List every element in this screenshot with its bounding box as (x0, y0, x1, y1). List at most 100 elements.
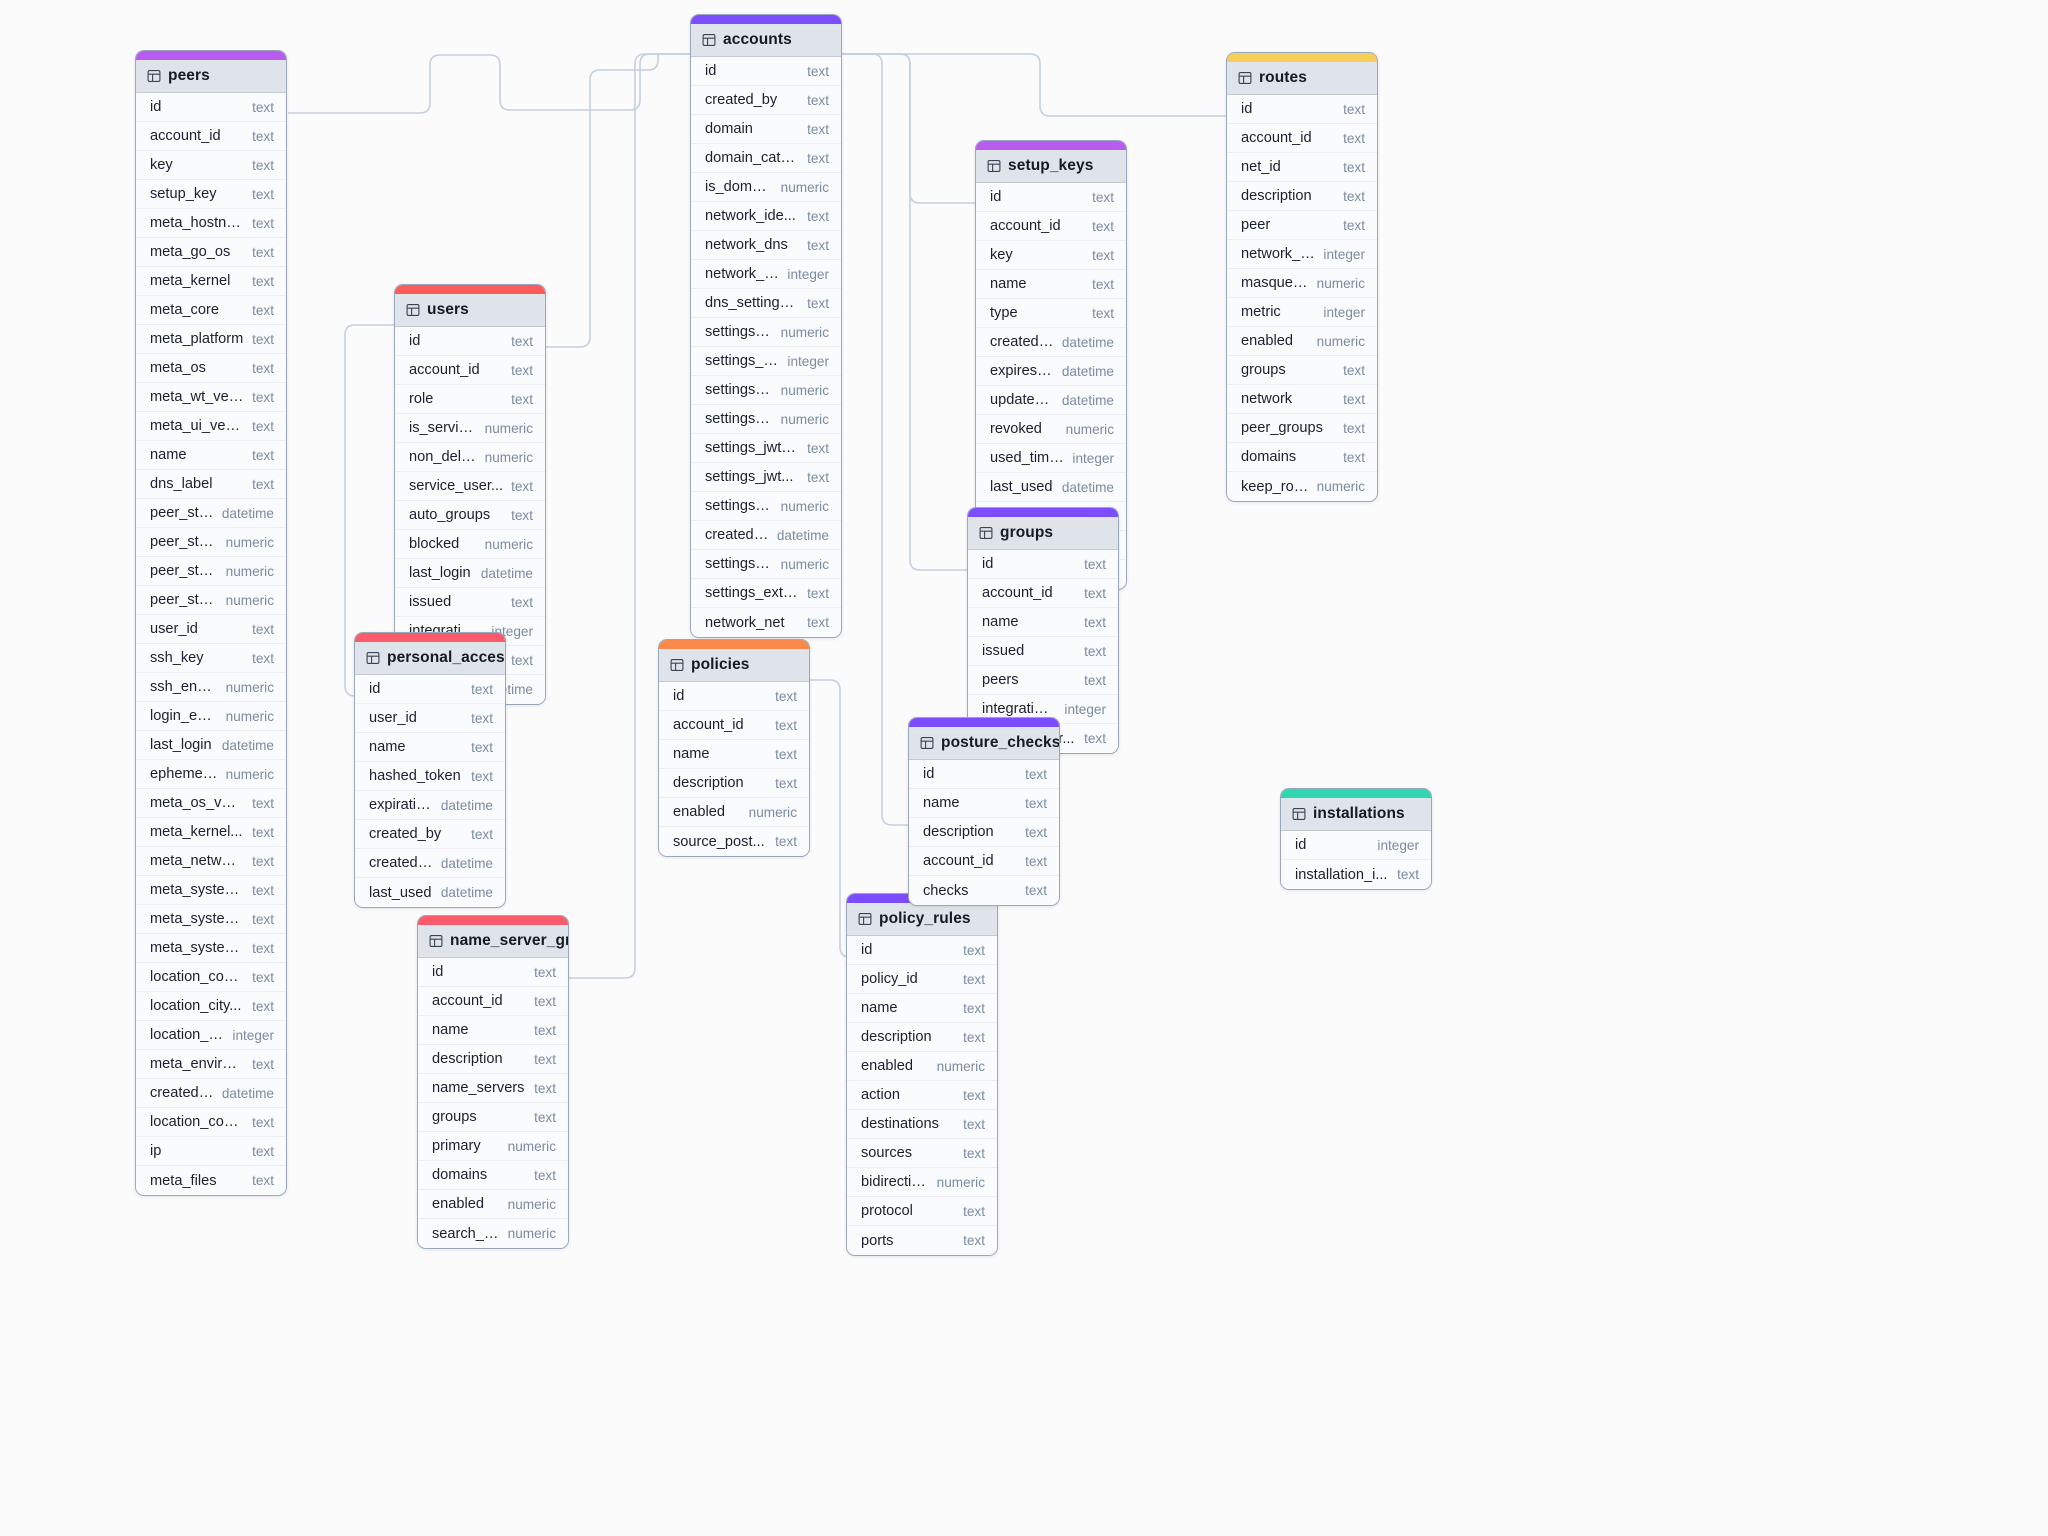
table-header[interactable]: policies (659, 649, 809, 682)
column-row[interactable]: settings_jwt_...text (691, 434, 841, 463)
table-header[interactable]: name_server_groups (418, 925, 568, 958)
column-row[interactable]: peer_status_...datetime (136, 499, 286, 528)
column-row[interactable]: settings_extr...numeric (691, 492, 841, 521)
column-row[interactable]: login_expirati...numeric (136, 702, 286, 731)
column-row[interactable]: location_geo...integer (136, 1021, 286, 1050)
column-row[interactable]: peer_status_...numeric (136, 528, 286, 557)
column-row[interactable]: settings_reg...numeric (691, 550, 841, 579)
column-row[interactable]: masqueradenumeric (1227, 269, 1377, 298)
column-row[interactable]: network_typeinteger (1227, 240, 1377, 269)
column-row[interactable]: non_deletablenumeric (395, 443, 545, 472)
column-row[interactable]: peer_status_...numeric (136, 557, 286, 586)
column-row[interactable]: location_cou...text (136, 963, 286, 992)
column-row[interactable]: meta_system...text (136, 876, 286, 905)
table-header[interactable]: accounts (691, 24, 841, 57)
column-row[interactable]: is_domain_pr...numeric (691, 173, 841, 202)
table-header[interactable]: peers (136, 60, 286, 93)
column-row[interactable]: is_service_us...numeric (395, 414, 545, 443)
column-row[interactable]: search_doma...numeric (418, 1219, 568, 1248)
column-row[interactable]: network_serialinteger (691, 260, 841, 289)
column-row[interactable]: meta_wt_ver...text (136, 383, 286, 412)
table-header[interactable]: personal_access_tokens (355, 642, 505, 675)
column-row[interactable]: meta_os_ver...text (136, 789, 286, 818)
column-row[interactable]: expiration_da...datetime (355, 791, 505, 820)
column-row[interactable]: meta_kernel...text (136, 818, 286, 847)
table-header[interactable]: setup_keys (976, 150, 1126, 183)
column-row[interactable]: meta_environ...text (136, 1050, 286, 1079)
table-header[interactable]: policy_rules (847, 903, 997, 936)
table-header[interactable]: installations (1281, 798, 1431, 831)
column-row[interactable]: network_ide...text (691, 202, 841, 231)
column-row[interactable]: meta_ui_vers...text (136, 412, 286, 441)
column-row[interactable]: domain_cate...text (691, 144, 841, 173)
column-row[interactable]: settings_jwt...text (691, 463, 841, 492)
column-row[interactable]: service_user...text (395, 472, 545, 501)
column-row[interactable]: settings_pee...integer (691, 347, 841, 376)
